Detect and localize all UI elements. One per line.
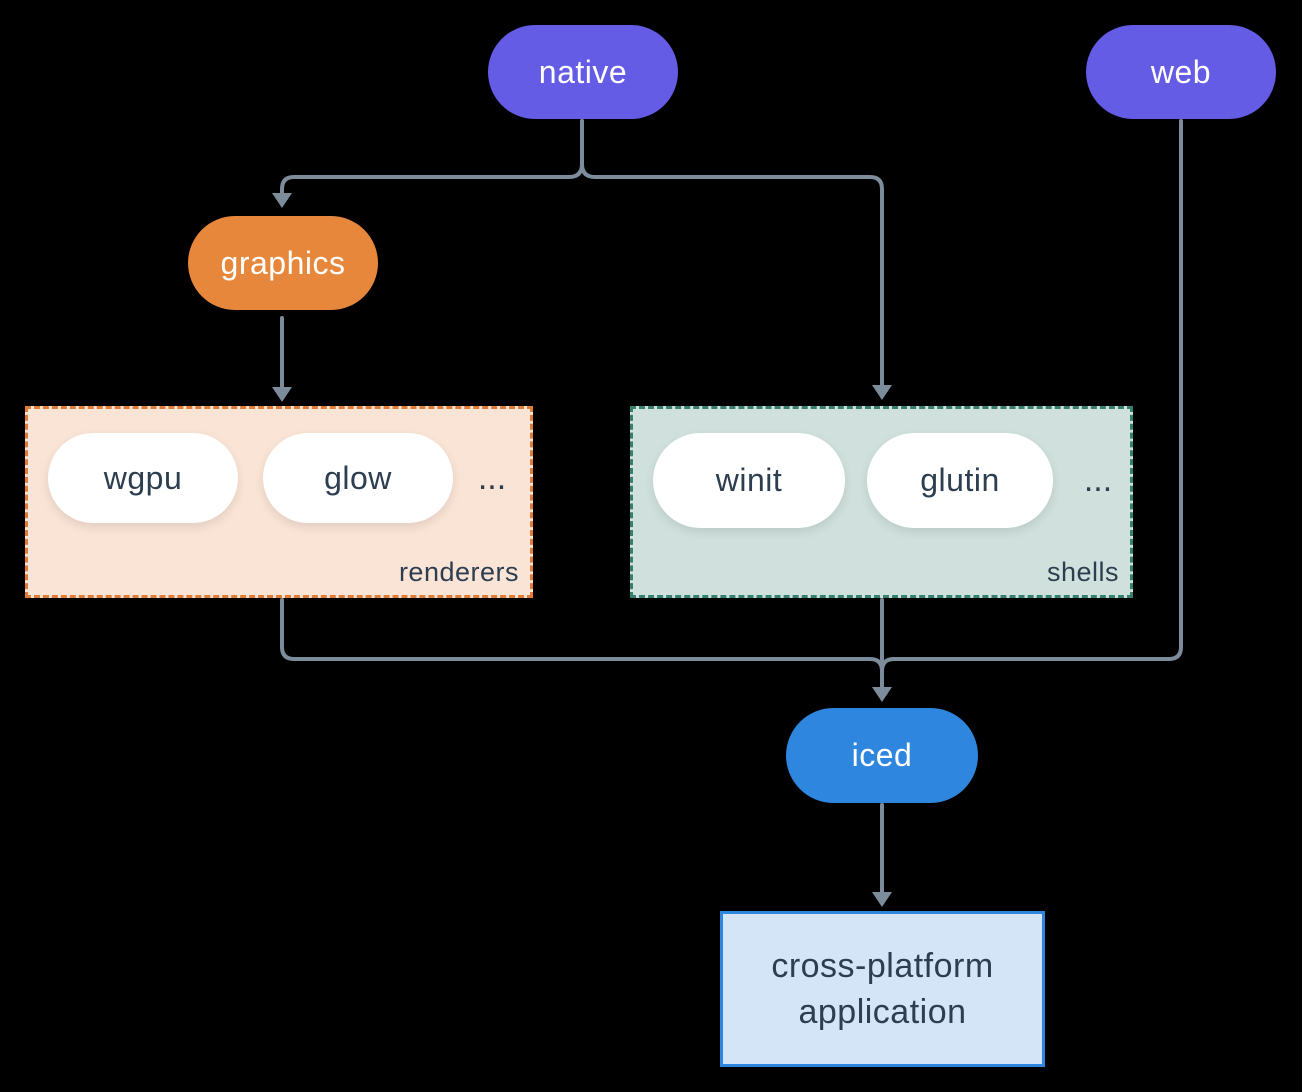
arrowhead-into-iced <box>872 687 892 702</box>
shells-label-wrap: shells <box>630 406 1133 598</box>
node-wgpu-label: wgpu <box>103 459 183 496</box>
app-label-line1: cross-platform <box>771 947 994 985</box>
shells-label: shells <box>1046 557 1119 587</box>
arrowhead-into-graphics <box>272 193 292 208</box>
node-glutin-label: glutin <box>920 462 1000 498</box>
node-cross-platform-application: cross-platform application <box>720 911 1045 1067</box>
arrowhead-into-app <box>872 892 892 907</box>
node-winit-label: winit <box>715 462 783 498</box>
node-glutin: glutin <box>867 433 1053 528</box>
arrowhead-into-renderers <box>272 387 292 402</box>
app-label-line2: application <box>798 993 967 1031</box>
node-graphics: graphics <box>188 216 378 310</box>
node-web-label: web <box>1150 53 1212 90</box>
edge-native-shells <box>580 119 884 390</box>
arrowhead-into-shells <box>872 385 892 400</box>
node-native: native <box>488 25 678 119</box>
node-winit: winit <box>653 433 845 528</box>
shells-ellipsis: ... <box>1083 461 1113 499</box>
node-web: web <box>1086 25 1276 119</box>
renderers-label: renderers <box>398 557 519 587</box>
node-native-label: native <box>538 53 628 90</box>
node-graphics-label: graphics <box>220 244 346 281</box>
node-wgpu: wgpu <box>48 433 238 523</box>
edge-native-graphics <box>280 119 584 198</box>
node-glow: glow <box>263 433 453 523</box>
renderers-ellipsis: ... <box>477 458 507 497</box>
node-iced-label: iced <box>851 737 913 773</box>
renderers-label-wrap: renderers <box>25 406 533 598</box>
node-iced: iced <box>786 708 978 803</box>
node-glow-label: glow <box>324 459 392 496</box>
edge-renderers-iced <box>280 598 884 673</box>
